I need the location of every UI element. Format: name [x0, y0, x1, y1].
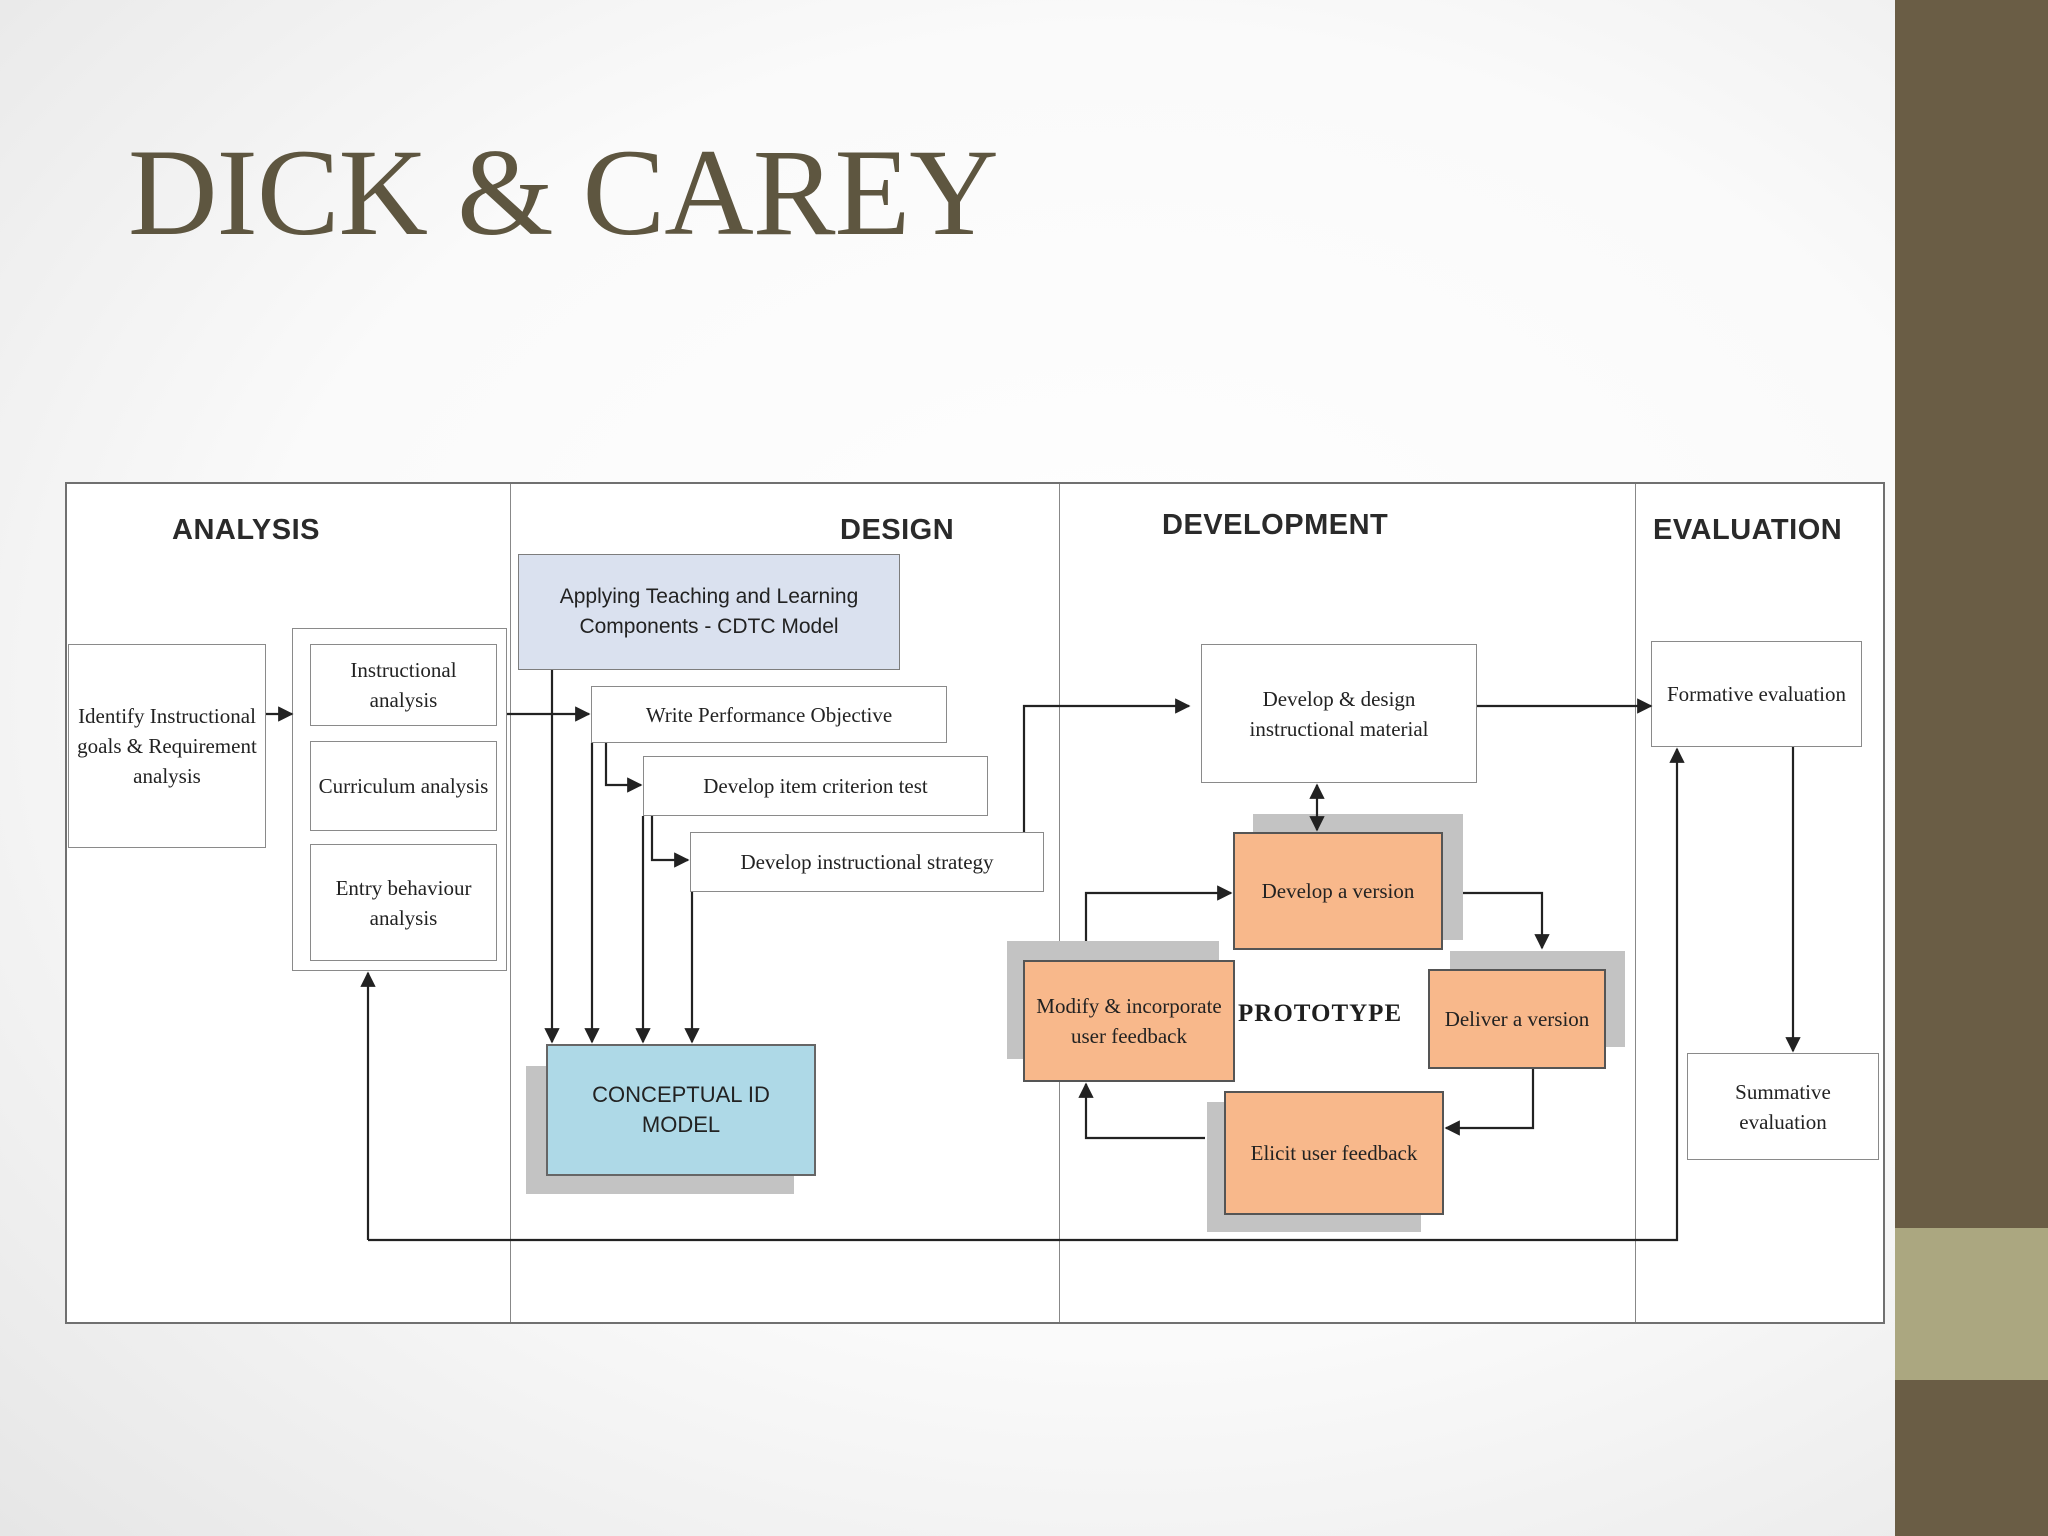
curriculum-analysis-label: Curriculum analysis [318, 774, 489, 798]
arrow-criterion-to-strategy [650, 816, 690, 868]
formative-evaluation-box: Formative evaluation [1651, 641, 1862, 747]
performance-objective-box: Write Performance Objective [591, 686, 947, 743]
sidebar-accent-band [1895, 1228, 2048, 1380]
elicit-feedback-label: Elicit user feedback [1250, 1141, 1418, 1165]
phase-design: DESIGN [840, 514, 955, 546]
arrow-elicit-to-modify [1078, 1082, 1205, 1140]
deliver-version-label: Deliver a version [1444, 1007, 1590, 1031]
entry-behaviour-analysis-label: Entry behaviour analysis [335, 875, 472, 930]
deliver-version-box: Deliver a version [1428, 969, 1606, 1069]
develop-material-label: Develop & design instructional material [1249, 686, 1429, 741]
phase-analysis: ANALYSIS [172, 514, 320, 546]
develop-version-label: Develop a version [1261, 879, 1415, 903]
performance-objective-label: Write Performance Objective [645, 702, 893, 727]
divider-design-development [1059, 484, 1060, 1322]
arrow-feedback-loop-to-formative [368, 747, 1685, 1242]
instructional-strategy-label: Develop instructional strategy [740, 850, 994, 874]
instructional-strategy-box: Develop instructional strategy [690, 832, 1044, 892]
slide-title: DICK & CAREY [128, 124, 999, 261]
modify-feedback-box: Modify & incorporate user feedback [1023, 960, 1235, 1082]
criterion-test-label: Develop item criterion test [703, 774, 928, 798]
arrow-strategy-to-material [1022, 698, 1191, 832]
summative-evaluation-box: Summative evaluation [1687, 1053, 1879, 1160]
instructional-analysis-box: Instructional analysis [310, 644, 497, 726]
instructional-analysis-label: Instructional analysis [350, 658, 457, 712]
arrow-modify-to-develop [1084, 885, 1233, 941]
modify-feedback-label: Modify & incorporate user feedback [1036, 994, 1222, 1048]
prototype-label: PROTOTYPE [1238, 1000, 1403, 1027]
formative-evaluation-label: Formative evaluation [1666, 682, 1847, 706]
develop-version-box: Develop a version [1233, 832, 1443, 950]
arrow-deliver-to-elicit [1444, 1069, 1535, 1136]
conceptual-model-box: CONCEPTUAL ID MODEL [546, 1044, 816, 1176]
entry-behaviour-analysis-box: Entry behaviour analysis [310, 844, 497, 961]
analysis-group-box [292, 628, 507, 971]
identify-goals-label: Identify Instructional goals & Requireme… [77, 704, 257, 788]
elicit-feedback-box: Elicit user feedback [1224, 1091, 1444, 1215]
summative-evaluation-label: Summative evaluation [1735, 1079, 1831, 1134]
criterion-test-box: Develop item criterion test [643, 756, 988, 816]
develop-material-box: Develop & design instructional material [1201, 644, 1477, 783]
arrow-develop-to-deliver [1463, 891, 1550, 950]
conceptual-model-label: CONCEPTUAL ID MODEL [592, 1082, 770, 1137]
identify-goals-box: Identify Instructional goals & Requireme… [68, 644, 266, 848]
arrow-objective-to-criterion [604, 743, 643, 793]
cdtc-model-box: Applying Teaching and Learning Component… [518, 554, 900, 670]
phase-evaluation: EVALUATION [1653, 514, 1843, 546]
cdtc-model-label: Applying Teaching and Learning Component… [559, 585, 859, 638]
divider-development-evaluation [1635, 484, 1636, 1322]
divider-analysis-design [510, 484, 511, 1322]
phase-development: DEVELOPMENT [1162, 509, 1389, 541]
curriculum-analysis-box: Curriculum analysis [310, 741, 497, 831]
